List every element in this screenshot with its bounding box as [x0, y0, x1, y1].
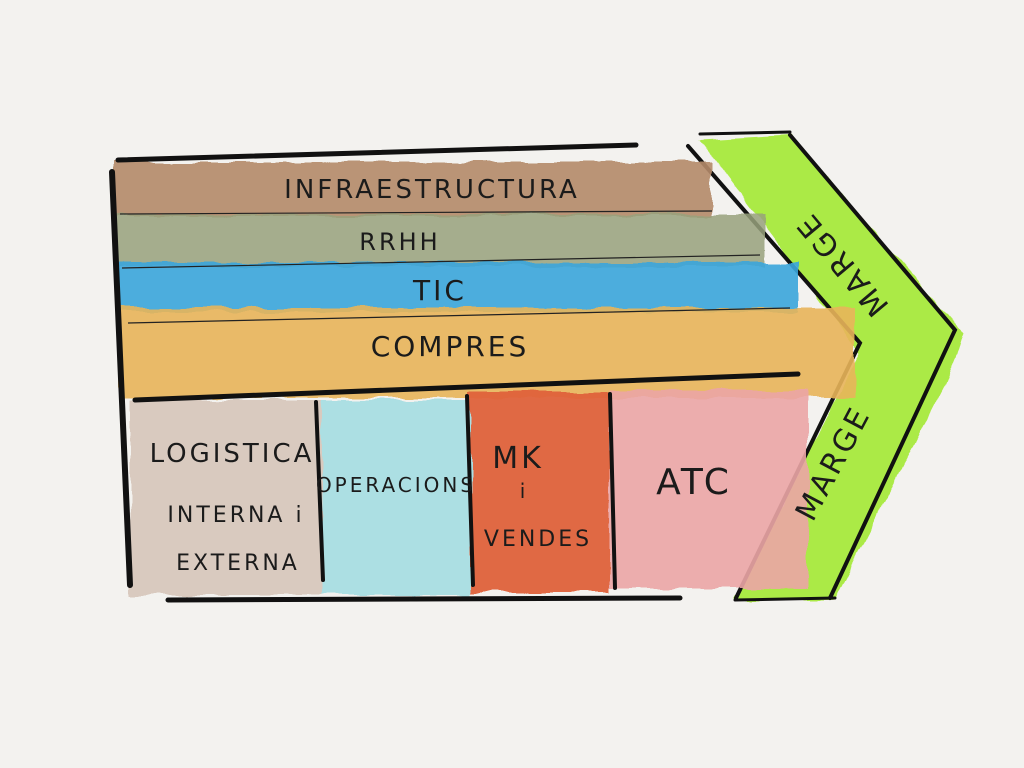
margin-chevron — [700, 135, 965, 600]
support-label-infraestructura: INFRAESTRUCTURA — [284, 175, 580, 205]
band-separator — [127, 307, 791, 324]
primary-label-mk-vendes: MK — [492, 441, 544, 476]
band-separator — [121, 254, 761, 269]
support-label-rrhh: RRHH — [359, 228, 440, 256]
support-label-compres: COMPRES — [371, 330, 530, 363]
primary-label-atc: ATC — [656, 462, 732, 503]
margin-chevron-top-edge — [698, 130, 792, 136]
primary-col-logistica — [130, 400, 322, 595]
support-band-tic — [118, 262, 798, 312]
frame-bottom — [165, 595, 683, 603]
primary-label-mk-vendes: i — [520, 479, 529, 503]
support-band-infraestructura — [112, 162, 712, 216]
primary-label-logistica: LOGISTICA — [150, 439, 315, 469]
primary-divider — [608, 392, 617, 590]
primary-label-logistica: INTERNA i — [167, 503, 304, 528]
primary-label-logistica: EXTERNA — [176, 551, 300, 576]
margin-chevron-outline-outer — [788, 133, 958, 600]
frame-support-primary-divider — [132, 371, 801, 403]
primary-divider — [465, 394, 475, 587]
primary-divider — [314, 400, 325, 582]
band-separator — [119, 210, 713, 215]
primary-label-mk-vendes: VENDES — [484, 527, 592, 552]
support-label-tic: TIC — [412, 274, 467, 307]
primary-label-operacions: OPERACIONS — [316, 473, 476, 497]
primary-col-mk-vendes — [470, 392, 610, 592]
primary-col-operacions — [322, 400, 470, 595]
margin-chevron-bottom-edge — [733, 596, 837, 602]
support-band-compres — [120, 308, 855, 398]
frame-top — [115, 142, 639, 163]
frame-left — [109, 169, 133, 588]
primary-col-atc — [610, 390, 808, 588]
